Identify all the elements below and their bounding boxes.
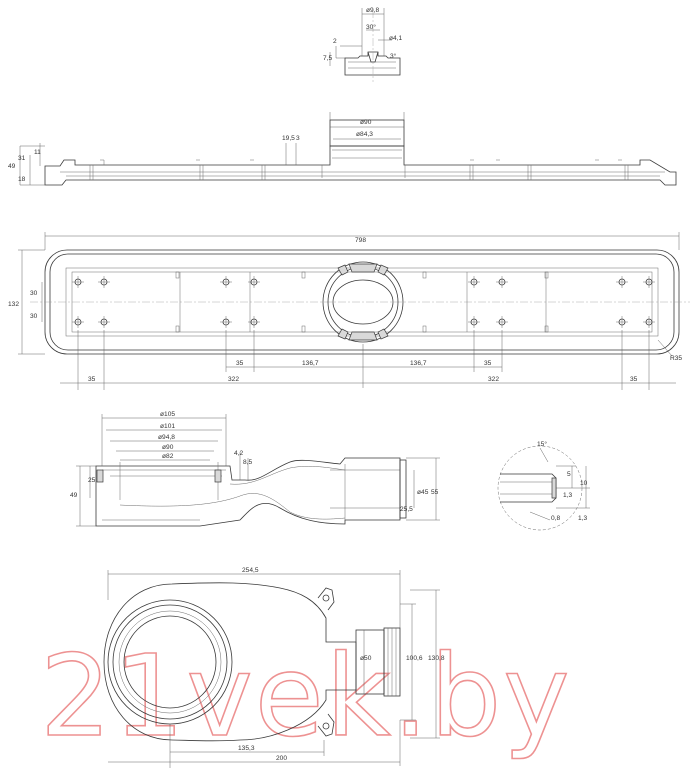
dim-sec-d101: ø101: [160, 423, 175, 430]
dim-sec-d82: ø82: [162, 453, 174, 460]
dim-plan-d35d: 35: [630, 376, 638, 383]
dim-sec-d948: ø94,8: [158, 434, 175, 441]
dim-top-h2: 2: [333, 38, 337, 45]
dim-side-h18: 18: [18, 176, 26, 183]
dim-det-h13b: 1,3: [578, 515, 587, 522]
dim-plan-d322a: 322: [228, 376, 239, 383]
dim-side-d843: ø84,3: [356, 131, 373, 138]
dim-top-a30: 30°: [366, 23, 376, 31]
dim-det-h13a: 1,3: [563, 492, 572, 499]
dim-sec-d90: ø90: [162, 444, 174, 451]
dim-plan-d35c: 35: [88, 376, 96, 383]
dim-plan-h132: 132: [8, 301, 19, 308]
section-view: [76, 414, 440, 527]
dim-bot-w1353: 135,3: [238, 745, 255, 752]
dim-sec-h55: 55: [431, 489, 439, 496]
dim-plan-h30b: 30: [30, 313, 38, 320]
dim-top-d41: ø4,1: [389, 35, 403, 42]
dim-top-h75: 7,5: [323, 55, 332, 62]
top-groove-detail: [329, 8, 401, 82]
dim-bot-w200: 200: [276, 755, 287, 762]
dim-sec-h42: 4,2: [234, 450, 243, 457]
dim-det-h10: 10: [580, 480, 588, 487]
dim-side-h31: 31: [18, 155, 26, 162]
dim-plan-d1367a: 136,7: [302, 360, 319, 367]
dim-plan-w798: 798: [355, 237, 366, 244]
dim-det-h08: 0,8: [551, 515, 560, 522]
dim-plan-d35a: 35: [236, 360, 244, 367]
dim-bot-h1006: 100,6: [406, 655, 423, 662]
dim-sec-d45: ø45: [417, 489, 429, 496]
dim-side-h3: 3: [296, 135, 300, 142]
dim-plan-d1367b: 136,7: [410, 360, 427, 367]
dim-side-d90: ø90: [360, 119, 372, 126]
plan-view: [18, 232, 690, 390]
dim-side-h195: 19,5: [282, 135, 295, 142]
dim-sec-d105: ø105: [160, 411, 175, 418]
dim-top-a3: 3°: [390, 52, 397, 60]
dim-bot-w2545: 254,5: [242, 567, 259, 574]
dim-plan-d35b: 35: [484, 360, 492, 367]
dim-side-h11: 11: [34, 149, 41, 156]
dim-top-d98: ø9,8: [366, 7, 380, 14]
dim-bot-h1308: 130,8: [428, 655, 445, 662]
dim-plan-d322b: 322: [488, 376, 499, 383]
dim-side-h49: 49: [8, 163, 16, 170]
dim-det-a15: 15°: [537, 440, 547, 448]
dim-det-h5: 5: [567, 471, 571, 478]
dim-sec-h85: 8,5: [243, 459, 252, 466]
dim-sec-h255: 25,5: [400, 506, 413, 513]
dim-plan-h30a: 30: [30, 290, 38, 297]
dim-bot-d50: ø50: [360, 655, 372, 662]
dim-sec-h25: 25: [88, 477, 96, 484]
bottom-plan-view: [103, 570, 440, 768]
dim-plan-r35: R35: [670, 355, 682, 362]
watermark-text: 21vek.by: [40, 632, 572, 762]
dim-sec-h49: 49: [70, 492, 78, 499]
circular-detail: [497, 445, 590, 531]
side-elevation: [19, 112, 677, 186]
